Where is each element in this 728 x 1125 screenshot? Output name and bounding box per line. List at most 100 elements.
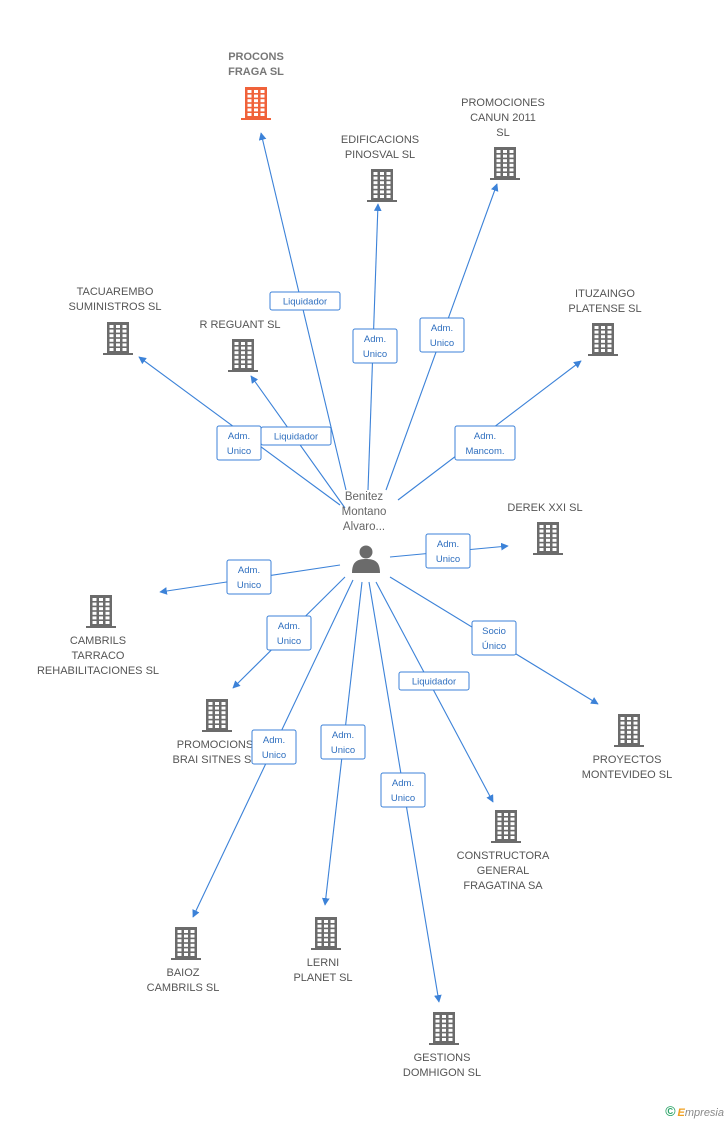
company-name-line: SL (496, 127, 509, 139)
company-name-line: CANUN 2011 (470, 112, 536, 124)
role-badge-gestions: Adm. Unico (380, 772, 426, 808)
role-label: Unico (331, 745, 355, 756)
role-label: Adm. (437, 539, 459, 550)
company-name-line: GESTIONS (414, 1052, 471, 1064)
person-name-line: Benitez (345, 491, 384, 503)
building-icon (367, 169, 397, 202)
role-label: Adm. (228, 431, 250, 442)
role-badge-lerni: Adm. Unico (320, 724, 366, 760)
person-name-line: Alvaro... (343, 521, 385, 533)
building-icon (533, 522, 563, 555)
company-node-tacuarembo[interactable]: TACUAREMBO SUMINISTROS SL (69, 286, 162, 355)
role-badge-ituzaingo: Adm. Mancom. (454, 425, 516, 461)
building-icon (103, 322, 133, 355)
company-node-proyectos-montevideo[interactable]: PROYECTOS MONTEVIDEO SL (582, 714, 672, 781)
role-label: Adm. (278, 621, 300, 632)
company-name-line: DOMHIGON SL (403, 1067, 481, 1079)
role-badge-tacuarembo: Adm. Unico (216, 425, 262, 461)
role-label: Liquidador (412, 677, 456, 688)
role-badge-r-reguant: Liquidador (260, 426, 332, 446)
role-label: Liquidador (283, 297, 327, 308)
role-badge-promociones-canun: Adm. Unico (419, 317, 465, 353)
brand-initial: E (677, 1107, 685, 1119)
company-name-line: R REGUANT SL (199, 319, 280, 331)
company-node-derek[interactable]: DEREK XXI SL (507, 502, 583, 555)
company-name-line: CONSTRUCTORA (457, 850, 550, 862)
company-name-line: TARRACO (72, 650, 125, 662)
role-label: Unico (430, 338, 454, 349)
role-badge-derek: Adm. Unico (425, 533, 471, 569)
company-name-line: CAMBRILS SL (147, 982, 220, 994)
footer-brand: ©Empresia (665, 1103, 724, 1119)
company-name-line: ITUZAINGO (575, 288, 635, 300)
building-icon (311, 917, 341, 950)
edge-procons (258, 132, 347, 491)
role-badge-promocions-brai: Adm. Unico (266, 615, 312, 651)
company-node-procons[interactable]: PROCONS FRAGA SL (228, 51, 284, 120)
building-icon (490, 147, 520, 180)
company-node-gestions[interactable]: GESTIONS DOMHIGON SL (403, 1012, 481, 1079)
company-name-line: BAIOZ (166, 967, 199, 979)
building-icon (588, 323, 618, 356)
company-name-line: DEREK XXI SL (507, 502, 582, 514)
role-label: Mancom. (465, 446, 504, 457)
company-node-ituzaingo[interactable]: ITUZAINGO PLATENSE SL (568, 288, 642, 356)
role-label: Unico (227, 446, 251, 457)
building-icon (86, 595, 116, 628)
company-name-line: CAMBRILS (70, 635, 126, 647)
company-name-line: FRAGATINA SA (463, 880, 543, 892)
company-node-promocions-brai[interactable]: PROMOCIONS BRAI SITNES SL (173, 699, 258, 766)
building-icon (171, 927, 201, 960)
copyright-icon: © (665, 1103, 676, 1119)
building-icon (491, 810, 521, 843)
company-name-line: PINOSVAL SL (345, 149, 415, 161)
role-label: Adm. (392, 778, 414, 789)
role-label: Adm. (263, 735, 285, 746)
brand-name: mpresia (684, 1107, 724, 1119)
building-icon (228, 339, 258, 372)
building-icon (614, 714, 644, 747)
company-name-line: PLATENSE SL (568, 303, 641, 315)
role-label: Unico (391, 793, 415, 804)
role-label: Adm. (431, 323, 453, 334)
company-name-line: BRAI SITNES SL (173, 754, 258, 766)
company-name-line: PROMOCIONS (177, 739, 253, 751)
role-badge-procons: Liquidador (269, 291, 341, 311)
role-badge-cambrils-tarraco: Adm.Unico (226, 559, 272, 595)
company-name-line: TACUAREMBO (77, 286, 154, 298)
role-label: Unico (277, 636, 301, 647)
role-label: Adm. (474, 431, 496, 442)
company-name-line: PROYECTOS (593, 754, 662, 766)
roles-layer: LiquidadorAdm.UnicoAdm.UnicoAdm.UnicoLiq… (216, 291, 517, 808)
role-label: Adm. (332, 730, 354, 741)
company-name-line: GENERAL (477, 865, 530, 877)
company-name-line: PROCONS (228, 51, 284, 63)
role-label: Adm. (364, 334, 386, 345)
company-node-r-reguant[interactable]: R REGUANT SL (199, 319, 281, 372)
company-node-cambrils-tarraco[interactable]: CAMBRILS TARRACO REHABILITACIONES SL (37, 595, 159, 677)
role-label: Adm. (238, 565, 260, 576)
building-icon (202, 699, 232, 732)
center-node[interactable]: BenitezMontanoAlvaro... (342, 491, 387, 573)
role-label: Unico (436, 554, 460, 565)
role-label: Unico (262, 750, 286, 761)
company-node-baioz[interactable]: BAIOZ CAMBRILS SL (147, 927, 220, 994)
company-name-line: REHABILITACIONES SL (37, 665, 159, 677)
role-label: Liquidador (274, 432, 318, 443)
edge-constructora (375, 581, 494, 803)
person-name-line: Montano (342, 506, 387, 518)
building-icon (429, 1012, 459, 1045)
role-badge-edificacions: Adm.Unico (352, 328, 398, 364)
company-node-constructora[interactable]: CONSTRUCTORA GENERAL FRAGATINA SA (457, 810, 550, 892)
company-name-line: SUMINISTROS SL (69, 301, 162, 313)
company-name-line: MONTEVIDEO SL (582, 769, 672, 781)
role-badge-constructora: Liquidador (398, 671, 470, 691)
role-badge-baioz: Adm. Unico (251, 729, 297, 765)
company-name-line: FRAGA SL (228, 66, 284, 78)
